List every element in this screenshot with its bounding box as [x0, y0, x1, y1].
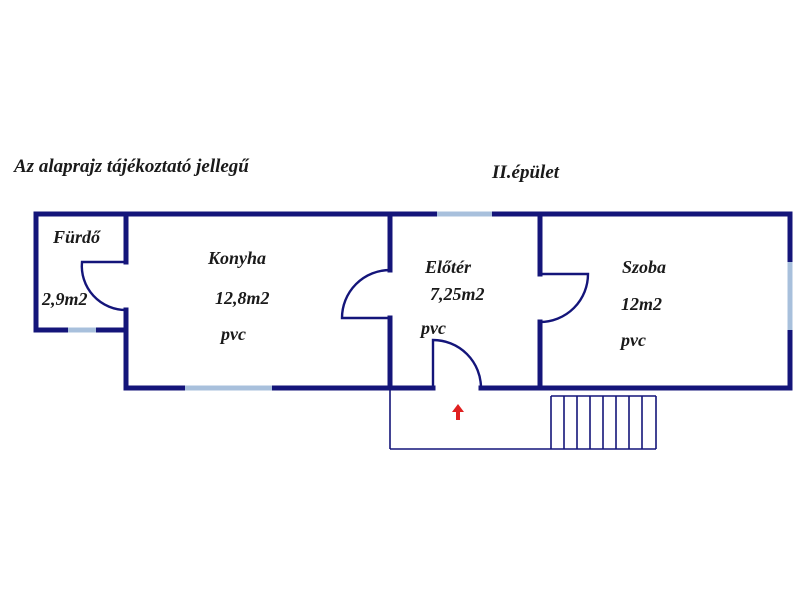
hall-name: Előtér	[424, 257, 472, 277]
entrance-arrow-icon	[452, 404, 464, 420]
room-kitchen: Konyha 12,8m2 pvc	[207, 248, 270, 344]
room-living: Szoba 12m2 pvc	[619, 257, 666, 350]
plan-disclaimer: Az alaprajz tájékoztató jellegű	[13, 156, 250, 177]
room-area: 12m2	[621, 294, 662, 314]
bathroom-area: 2,9m2	[41, 289, 88, 309]
porch	[389, 390, 657, 450]
stair-treads	[550, 396, 643, 449]
building-label: II.épület	[491, 162, 560, 183]
door-entrance	[431, 338, 483, 389]
room-floor: pvc	[619, 330, 646, 350]
door-kitchen	[340, 268, 391, 320]
bathroom-name: Fürdő	[52, 227, 101, 247]
kitchen-name: Konyha	[207, 248, 266, 268]
door-bathroom	[80, 260, 127, 312]
room-hall: Előtér 7,25m2 pvc	[419, 257, 485, 338]
door-room	[539, 272, 590, 324]
kitchen-area: 12,8m2	[215, 288, 270, 308]
room-bathroom: Fürdő 2,9m2	[41, 227, 101, 309]
walls	[33, 211, 793, 391]
kitchen-floor: pvc	[219, 324, 246, 344]
hall-area: 7,25m2	[430, 284, 485, 304]
hall-floor: pvc	[419, 318, 446, 338]
windows	[68, 211, 793, 391]
room-name: Szoba	[622, 257, 666, 277]
doors	[80, 260, 590, 389]
